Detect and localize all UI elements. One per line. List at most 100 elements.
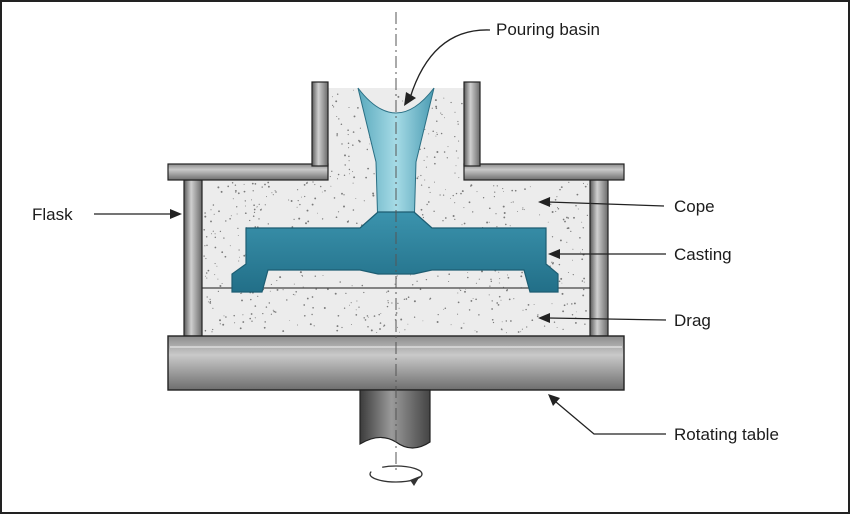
sand-speckle [372, 194, 375, 197]
sand-speckle [554, 198, 557, 201]
sand-speckle [557, 208, 560, 210]
sand-speckle [488, 294, 490, 296]
sand-speckle [349, 173, 350, 175]
sand-speckle [566, 227, 569, 230]
sand-speckle [306, 297, 309, 300]
sand-speckle [234, 189, 237, 192]
sand-speckle [294, 294, 296, 296]
sand-speckle [336, 329, 339, 332]
sand-speckle [502, 190, 504, 192]
sand-speckle [336, 93, 339, 95]
sand-speckle [407, 323, 409, 325]
sand-speckle [450, 324, 452, 326]
sand-speckle [212, 230, 214, 232]
sand-speckle [461, 224, 463, 226]
sand-speckle [259, 209, 262, 211]
sand-speckle [352, 209, 355, 211]
sand-speckle [214, 263, 216, 265]
sand-speckle [275, 191, 277, 193]
sand-speckle [576, 193, 579, 196]
sand-speckle [351, 285, 353, 287]
sand-speckle [379, 328, 381, 330]
sand-speckle [517, 331, 520, 333]
sand-speckle [570, 230, 572, 233]
leader-casting [548, 249, 666, 259]
sand-speckle [267, 223, 269, 225]
sand-speckle [580, 251, 582, 253]
sand-speckle [378, 313, 380, 316]
sand-speckle [241, 299, 243, 302]
sand-speckle [214, 236, 217, 239]
sand-speckle [250, 313, 253, 315]
sand-speckle [387, 302, 389, 304]
sand-speckle [396, 275, 398, 277]
sand-speckle [350, 302, 352, 304]
sand-speckle [238, 260, 240, 262]
sand-speckle [335, 100, 338, 103]
sand-speckle [560, 277, 563, 280]
sand-speckle [582, 227, 585, 229]
sand-speckle [476, 331, 478, 333]
sand-speckle [335, 216, 338, 219]
sand-speckle [571, 313, 574, 316]
sand-speckle [455, 192, 458, 195]
sand-speckle [219, 230, 222, 233]
sand-speckle [509, 225, 511, 227]
sand-speckle [343, 194, 345, 196]
sand-speckle [330, 185, 332, 187]
sand-speckle [339, 281, 341, 283]
sand-speckle [566, 303, 568, 305]
sand-speckle [505, 289, 508, 292]
sand-speckle [419, 288, 422, 291]
sand-speckle [244, 212, 247, 215]
riser-left-wall [311, 81, 329, 167]
sand-speckle [403, 298, 406, 300]
sand-speckle [331, 170, 333, 172]
sand-speckle [529, 186, 531, 188]
sand-speckle [470, 185, 472, 187]
sand-speckle [499, 278, 501, 280]
sand-speckle [239, 256, 241, 258]
sand-speckle [253, 204, 255, 207]
sand-speckle [531, 319, 534, 322]
sand-speckle [481, 270, 483, 273]
sand-speckle [258, 203, 260, 205]
sand-speckle [533, 304, 535, 306]
sand-speckle [311, 313, 313, 316]
sand-speckle [242, 314, 244, 316]
sand-speckle [264, 183, 266, 186]
sand-speckle [353, 176, 356, 179]
sand-speckle [274, 311, 277, 313]
sand-speckle [211, 233, 212, 235]
sand-speckle [298, 217, 301, 220]
sand-speckle [297, 324, 298, 326]
sand-speckle [424, 179, 426, 181]
sand-speckle [293, 283, 295, 285]
sand-speckle [543, 325, 546, 327]
sand-speckle [225, 316, 227, 318]
sand-speckle [424, 128, 426, 130]
sand-speckle [558, 263, 561, 266]
sand-speckle [575, 205, 577, 207]
sand-speckle [293, 218, 295, 221]
sand-speckle [426, 203, 428, 206]
sand-speckle [562, 310, 565, 313]
sand-speckle [344, 164, 346, 166]
sand-speckle [348, 147, 350, 149]
sand-speckle [251, 182, 254, 185]
sand-speckle [555, 210, 557, 212]
sand-speckle [253, 208, 256, 211]
sand-speckle [254, 305, 257, 307]
sand-speckle [282, 330, 285, 333]
sand-speckle [567, 272, 569, 273]
flask-top-right-flange [463, 163, 625, 181]
sand-speckle [250, 298, 252, 301]
sand-speckle [563, 304, 566, 307]
sand-speckle [216, 265, 218, 267]
sand-speckle [276, 288, 279, 291]
sand-speckle [209, 302, 212, 304]
sand-speckle [511, 189, 513, 192]
sand-speckle [436, 120, 438, 123]
sand-speckle [347, 134, 349, 136]
sand-speckle [440, 112, 442, 114]
